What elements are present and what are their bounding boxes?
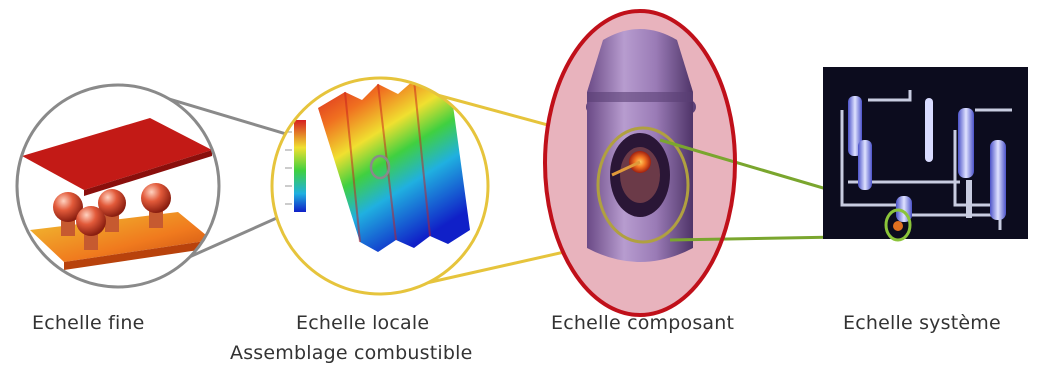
caption-echelle-fine: Echelle fine <box>32 312 145 334</box>
fine-scale-view <box>17 85 219 287</box>
local-scale-view <box>272 78 488 294</box>
caption-echelle-systeme: Echelle système <box>843 312 1001 334</box>
caption-assemblage-combustible: Assemblage combustible <box>230 342 473 364</box>
system-scale-view <box>823 67 1028 240</box>
caption-echelle-composant: Echelle composant <box>551 312 734 334</box>
caption-echelle-locale: Echelle locale <box>296 312 429 334</box>
